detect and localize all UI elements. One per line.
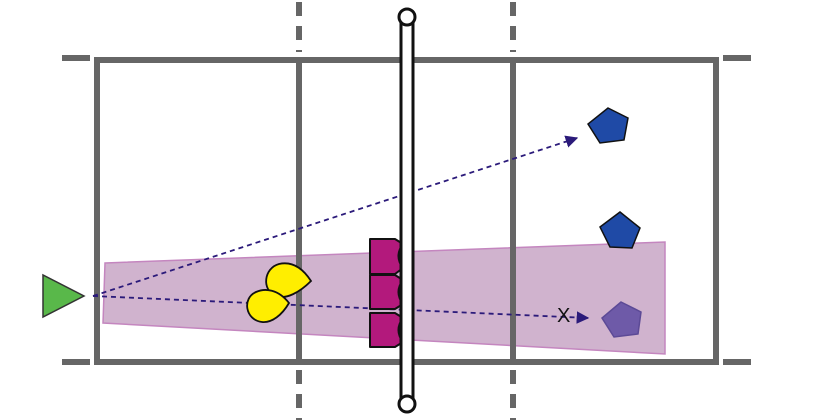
net: [397, 7, 417, 414]
net-antenna-top: [397, 7, 417, 27]
trajectory-line-target: [92, 295, 590, 324]
blocker-group: [369, 238, 404, 348]
net-antenna-bottom: [397, 394, 417, 414]
teardrop-icon: [246, 289, 291, 323]
blocker-shape-icon: [369, 312, 404, 348]
pentagon-icon: [599, 211, 641, 249]
trajectory-line-deep: [92, 135, 579, 297]
blocker-shape-icon: [369, 238, 404, 275]
blocker-shape-icon: [369, 274, 404, 310]
triangle-icon: [42, 273, 86, 319]
net-post: [399, 22, 415, 400]
pentagon-icon: [601, 301, 642, 338]
target-label: X: [557, 305, 570, 327]
teardrop-icon: [265, 262, 313, 298]
pentagon-icon: [587, 107, 629, 144]
